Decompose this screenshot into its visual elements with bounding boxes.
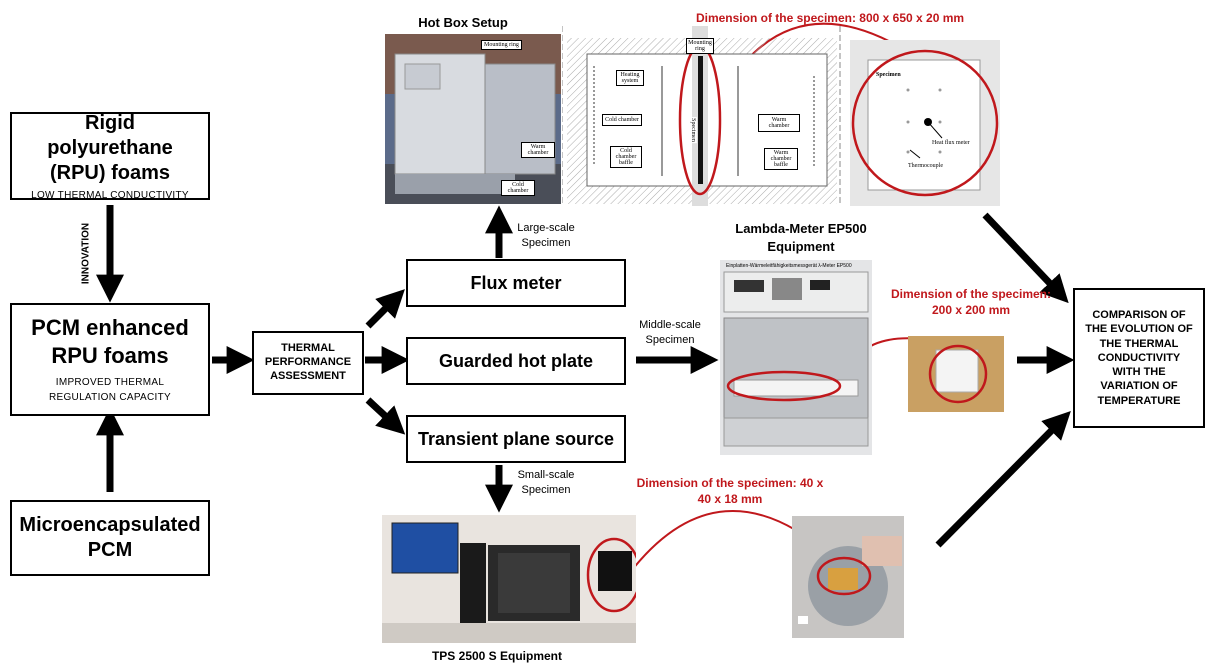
large-scale-label: Large-scale Specimen — [517, 222, 575, 249]
comparison-box: COMPARISON OF THE EVOLUTION OF THE THERM… — [1073, 288, 1205, 428]
rpu-foams-box: Rigid polyurethane (RPU) foams LOW THERM… — [10, 112, 210, 201]
flux-meter-box: Flux meter — [406, 259, 626, 307]
schem-mounting-ring: Mounting ring — [686, 38, 714, 54]
specimen-view: Specimen Heat flux meter Thermocouple — [850, 40, 1000, 206]
transient-plane-label: Transient plane source — [417, 428, 615, 449]
middle-scale-label: Middle-scale Specimen — [639, 319, 701, 346]
schem-specimen: Specimen — [688, 117, 697, 143]
hotbox-dimension: Dimension of the specimen: 800 x 650 x 2… — [695, 11, 965, 25]
lambda-specimen-photo — [908, 336, 1004, 412]
photo-mounting-ring: Mounting ring — [481, 40, 522, 50]
comparison-label: COMPARISON OF THE EVOLUTION OF THE THERM… — [1085, 308, 1193, 407]
ep500-panel-text: Einplatten-Wärmeleitfähigkeitsmessgerät … — [726, 263, 852, 269]
specimen-thermocouple: Thermocouple — [908, 163, 943, 169]
transient-plane-box: Transient plane source — [406, 415, 626, 463]
hotbox-title: Hot Box Setup — [418, 15, 508, 30]
schem-cold-baffle: Cold chamber baffle — [610, 146, 642, 168]
assessment-box: THERMAL PERFORMANCE ASSESSMENT — [252, 331, 364, 395]
innovation-label: INNOVATION — [80, 222, 92, 285]
pcm-subtitle: IMPROVED THERMAL REGULATION CAPACITY — [48, 377, 171, 403]
specimen-view-title: Specimen — [876, 72, 901, 78]
lambda-photo: Einplatten-Wärmeleitfähigkeitsmessgerät … — [720, 260, 872, 455]
small-scale-label: Small-scale Specimen — [517, 469, 575, 496]
rpu-title: Rigid polyurethane (RPU) foams — [47, 112, 173, 184]
arrow-hotbox-to-comparison — [982, 212, 1069, 304]
schem-warm-baffle: Warm chamber baffle — [764, 148, 798, 170]
lambda-title: Lambda-Meter EP500 Equipment — [735, 221, 867, 254]
guarded-hot-plate-box: Guarded hot plate — [406, 337, 626, 385]
schem-warm-chamber: Warm chamber — [758, 114, 800, 132]
lambda-specimen-art — [928, 344, 988, 404]
arrow-to-flux — [365, 289, 405, 329]
hotbox-photo: Mounting ring Warm chamber Cold chamber — [385, 34, 561, 204]
tps-dimension: Dimension of the specimen: 40 x 40 x 18 … — [636, 476, 824, 507]
tps-title: TPS 2500 S Equipment — [431, 649, 563, 663]
specimen-heat-flux: Heat flux meter — [932, 140, 970, 146]
tps-specimen-art — [798, 536, 902, 626]
photo-warm-chamber: Warm chamber — [521, 142, 555, 158]
hotbox-schematic: Mounting ring Heating system Cold chambe… — [562, 26, 842, 206]
specimen-view-art — [851, 49, 999, 197]
arrow-tps-to-comparison — [935, 411, 1071, 548]
lambda-photo-art — [720, 260, 872, 455]
lambda-dimension: Dimension of the specimen: 200 x 200 mm — [890, 287, 1052, 318]
photo-cold-chamber: Cold chamber — [501, 180, 535, 196]
tps-photo-art — [382, 522, 636, 643]
micro-title: Microencapsulated PCM — [19, 514, 201, 561]
arrow-to-transient — [365, 397, 406, 435]
pcm-title: PCM enhanced RPU foams — [31, 315, 189, 368]
rpu-subtitle: LOW THERMAL CONDUCTIVITY — [31, 190, 189, 201]
schem-heating-system: Heating system — [616, 70, 644, 86]
assessment-label: THERMAL PERFORMANCE ASSESSMENT — [264, 342, 352, 382]
guarded-hot-plate-label: Guarded hot plate — [438, 350, 593, 371]
pcm-rpu-box: PCM enhanced RPU foams IMPROVED THERMAL … — [10, 303, 210, 416]
flux-meter-label: Flux meter — [470, 272, 562, 293]
tps-specimen-photo — [792, 516, 904, 638]
schem-cold-chamber: Cold chamber — [602, 114, 642, 126]
tps-photo — [382, 515, 636, 643]
hotbox-photo-art — [385, 34, 561, 204]
micro-pcm-box: Microencapsulated PCM — [10, 500, 210, 576]
